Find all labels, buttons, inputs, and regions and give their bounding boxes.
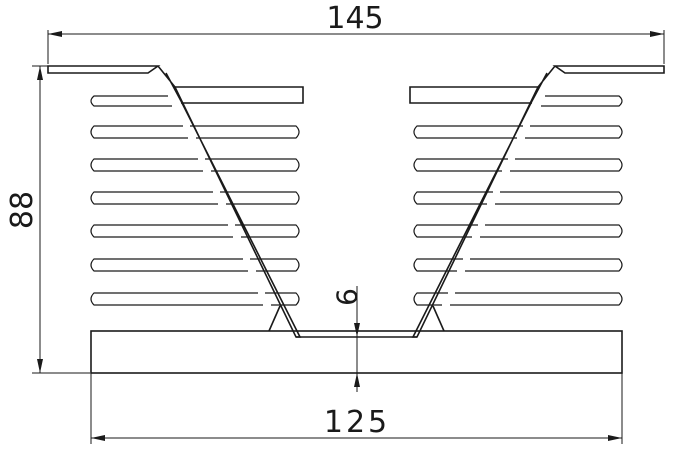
left-fin-outer: [90, 191, 218, 205]
right-fin-inner: [413, 158, 508, 172]
right-fin-inner: [413, 125, 523, 139]
channel-thickness-label: 9: [330, 288, 363, 306]
right-fin-inner: [413, 224, 478, 238]
left-fin-outer: [90, 125, 188, 139]
right-fin-outer: [465, 258, 623, 272]
left-fin-outer: [90, 95, 172, 107]
left-inner-top-bar: [175, 86, 304, 104]
right-fin-inner: [413, 258, 463, 272]
top-width-label: 145: [326, 1, 383, 36]
right-base-connector: [432, 305, 445, 332]
dimension-height: 88: [5, 65, 90, 374]
left-fin-inner: [205, 158, 300, 172]
right-fin-outer: [541, 95, 623, 107]
left-fin-outer: [90, 258, 248, 272]
right-fin-inner: [413, 292, 448, 306]
right-fins: [413, 95, 623, 306]
left-v-wall: [157, 65, 302, 338]
right-fin-outer: [495, 191, 623, 205]
left-fin-inner: [235, 224, 300, 238]
dimension-channel-thickness: 9: [330, 286, 363, 392]
left-fin-inner: [220, 191, 300, 205]
dimension-top-width: 145: [47, 1, 665, 64]
left-fin-inner: [250, 258, 300, 272]
left-fin-outer: [90, 292, 263, 306]
right-fin-outer: [480, 224, 623, 238]
right-fin-outer: [510, 158, 623, 172]
right-fin-inner: [413, 191, 493, 205]
right-inner-top-bar: [409, 86, 538, 104]
left-fin-outer: [90, 158, 203, 172]
left-fin-inner: [265, 292, 300, 306]
left-base-connector: [268, 305, 281, 332]
base-width-label: 125: [324, 405, 390, 440]
right-fin-outer: [450, 292, 623, 306]
right-v-wall: [411, 65, 556, 338]
right-fin-outer: [525, 125, 623, 139]
left-top-flange: [47, 65, 161, 74]
left-fin-outer: [90, 224, 233, 238]
dimension-base-width: 125: [90, 373, 623, 444]
left-fins: [90, 95, 300, 306]
left-fin-inner: [190, 125, 300, 139]
right-top-flange: [552, 65, 665, 74]
height-label: 88: [5, 191, 40, 229]
base-plate: [90, 330, 623, 374]
